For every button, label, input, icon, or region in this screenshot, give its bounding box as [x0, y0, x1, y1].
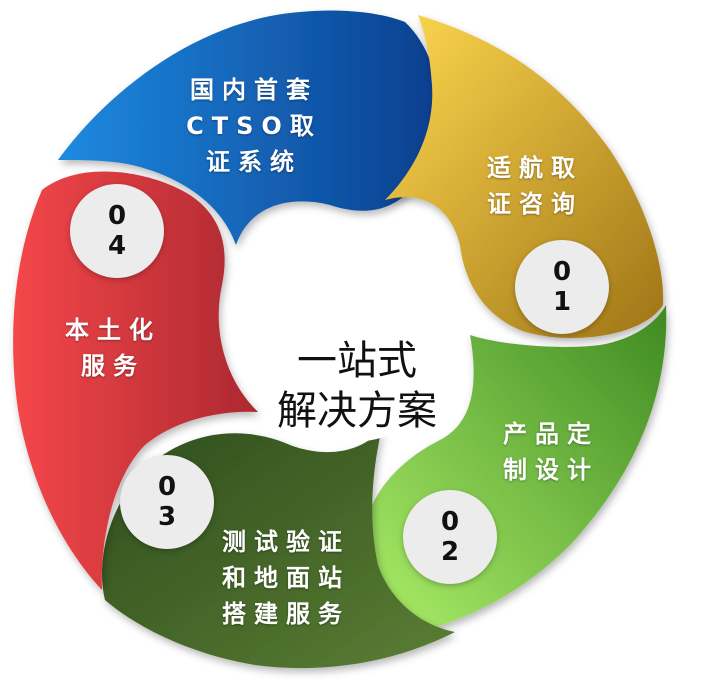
segment-03-line-2: 和地面站	[222, 564, 350, 592]
number-01-digit-2: 1	[552, 287, 572, 317]
number-04-digit-1: 0	[107, 201, 127, 231]
number-03-digit-2: 3	[157, 502, 177, 532]
number-04-digit-2: 4	[107, 231, 127, 261]
number-badge-03: 0 3	[120, 455, 214, 549]
segment-01-line-1: 适航取	[487, 154, 583, 182]
segment-02-line-2: 制设计	[503, 456, 599, 484]
segment-03-line-3: 搭建服务	[222, 600, 350, 628]
segment-top-line-3: 证系统	[206, 148, 302, 176]
number-badge-04: 0 4	[70, 184, 164, 278]
number-badge-02: 0 2	[403, 490, 497, 584]
segment-04-shape	[13, 171, 259, 590]
center-hub	[250, 238, 454, 442]
number-02-digit-1: 0	[440, 507, 460, 537]
number-02-digit-2: 2	[440, 537, 460, 567]
segment-02-label: 产品定 制设计	[486, 416, 616, 488]
segment-01-line-2: 证咨询	[487, 190, 583, 218]
number-03-digit-1: 0	[157, 472, 177, 502]
segment-03-label: 测试验证 和地面站 搭建服务	[206, 524, 366, 632]
segment-top-label: 国内首套 CTSO取 证系统	[174, 72, 334, 180]
center-title-line-2: 解决方案	[277, 388, 437, 434]
segment-04-line-1: 本土化	[65, 316, 161, 344]
segment-02-line-1: 产品定	[503, 420, 599, 448]
center-title: 一站式 解决方案	[252, 336, 462, 436]
number-01-digit-1: 0	[552, 257, 572, 287]
number-badge-01: 0 1	[515, 240, 609, 334]
segment-top-line-2: CTSO取	[186, 112, 322, 140]
segment-top-shape	[58, 10, 439, 245]
segment-top-line-1: 国内首套	[190, 76, 318, 104]
segment-04-label: 本土化 服务	[48, 312, 178, 384]
segment-01-label: 适航取 证咨询	[470, 150, 600, 222]
segment-04-line-2: 服务	[81, 352, 145, 380]
segment-03-line-1: 测试验证	[222, 528, 350, 556]
center-title-line-1: 一站式	[297, 338, 417, 384]
